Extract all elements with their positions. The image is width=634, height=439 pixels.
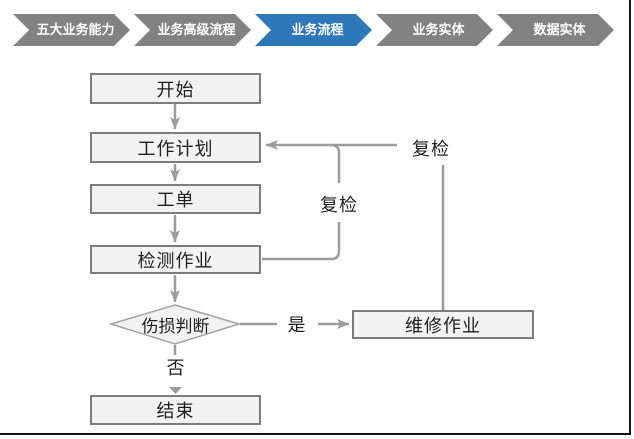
breadcrumb: 五大业务能力 业务高级流程 业务流程 业务实体 数据实体 bbox=[13, 14, 614, 46]
node-end: 结束 bbox=[90, 395, 261, 425]
window-right-edge bbox=[629, 0, 631, 435]
node-inspection: 检测作业 bbox=[90, 245, 261, 274]
edge-inspection-recheck-upper bbox=[330, 143, 341, 183]
window-bottom-edge bbox=[0, 433, 631, 435]
edge-label-yes: 是 bbox=[287, 315, 307, 335]
edge-label-no: 否 bbox=[166, 357, 186, 378]
breadcrumb-item-business-process[interactable]: 业务流程 bbox=[255, 14, 372, 46]
edge-inspection-recheck-lower bbox=[262, 222, 341, 261]
node-damage-decision-label: 伤损判断 bbox=[141, 316, 210, 336]
node-work-order: 工单 bbox=[90, 184, 261, 214]
edge-label-recheck-inner: 复检 bbox=[316, 193, 362, 215]
decision-diamond-shape bbox=[108, 304, 242, 345]
breadcrumb-item-high-level-process[interactable]: 业务高级流程 bbox=[134, 14, 251, 46]
node-start: 开始 bbox=[90, 73, 261, 104]
edge-no-to-end-arrowhead bbox=[169, 387, 182, 394]
breadcrumb-item-five-capabilities[interactable]: 五大业务能力 bbox=[13, 14, 130, 46]
node-work-plan: 工作计划 bbox=[90, 132, 261, 163]
node-repair: 维修作业 bbox=[352, 310, 534, 339]
edge-label-recheck-outer: 复检 bbox=[412, 138, 450, 159]
breadcrumb-item-business-entity[interactable]: 业务实体 bbox=[376, 14, 493, 46]
breadcrumb-item-data-entity[interactable]: 数据实体 bbox=[497, 14, 614, 46]
